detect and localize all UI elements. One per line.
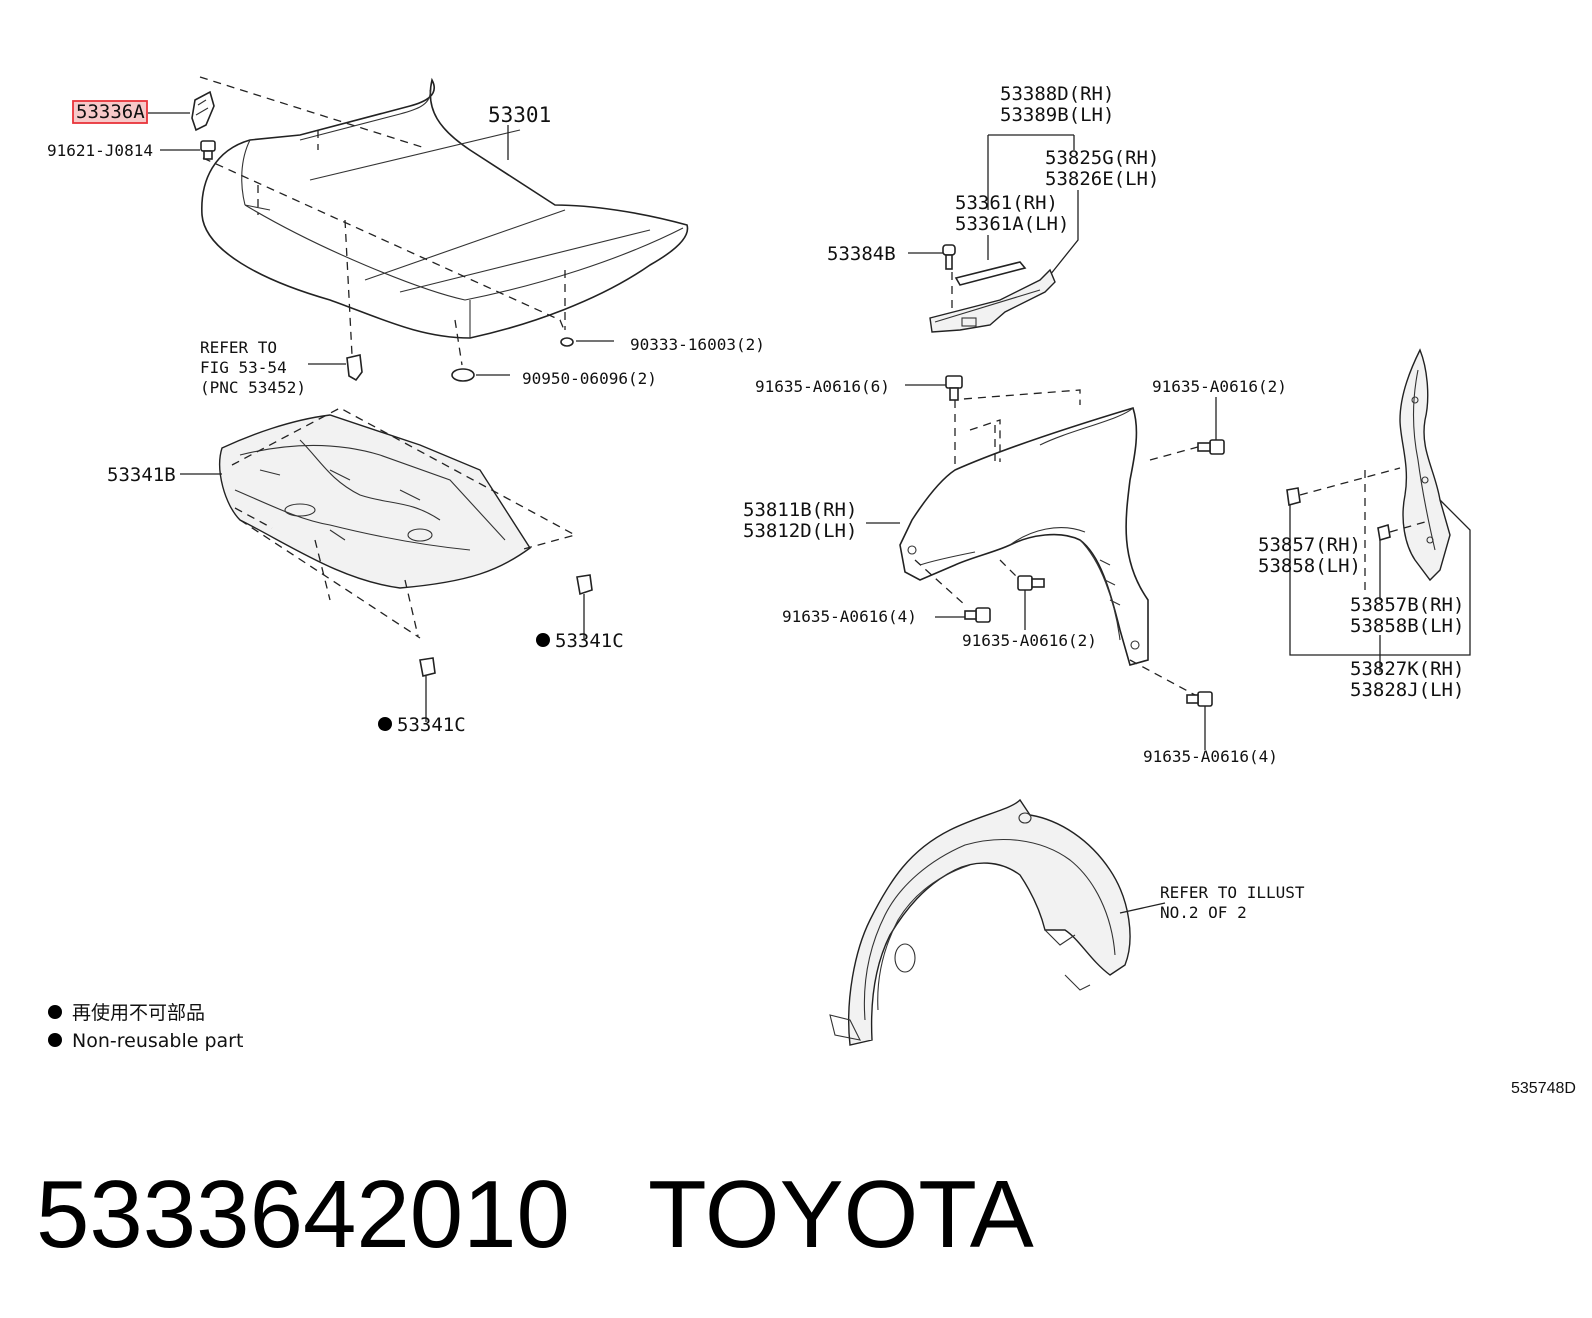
label-bolt-mid[interactable]: 91635-A0616(2) [962,631,1097,650]
legend-english: Non-reusable part [72,1030,243,1052]
label-hood-support-bolt[interactable]: 91621-J0814 [47,141,153,160]
label-fender-liner-lh[interactable]: 53828J(LH) [1350,679,1464,701]
label-insulator[interactable]: 53341B [107,464,176,486]
hood-insulator-part[interactable] [219,414,531,589]
label-clip-1[interactable]: 53341C [555,630,624,652]
label-refer-illust-2: NO.2 OF 2 [1160,903,1247,922]
liner-clip-b-part[interactable] [1377,523,1391,542]
brand-name: TOYOTA [648,1161,1034,1268]
label-bolt-right[interactable]: 91635-A0616(2) [1152,377,1287,396]
non-reusable-dot [536,633,550,647]
hood-support-part[interactable] [191,90,215,132]
hood-support-bolt-part[interactable] [200,140,216,160]
label-hood-support[interactable]: 53336A [76,101,145,123]
fender-bracket-part[interactable] [929,268,1056,333]
liner-clip-part[interactable] [1286,487,1301,507]
legend-dot [48,1033,62,1047]
label-liner-clip-b-lh[interactable]: 53858B(LH) [1350,615,1464,637]
label-plug[interactable]: 90950-06096(2) [522,369,657,388]
label-seal-lh[interactable]: 53389B(LH) [1000,104,1114,126]
legend-dot [48,1005,62,1019]
insulator-clip-part[interactable] [576,574,593,596]
label-retainer-lh[interactable]: 53361A(LH) [955,213,1069,235]
hood-lock-ref-part[interactable] [346,354,363,382]
label-bolt-top[interactable]: 91635-A0616(6) [755,377,890,396]
hood-plug-part[interactable] [451,368,475,382]
label-bolt-bottom[interactable]: 91635-A0616(4) [1143,747,1278,766]
figure-code: 535748D [1511,1080,1576,1097]
highlight-box [72,100,148,124]
label-retainer-rh[interactable]: 53361(RH) [955,192,1058,214]
label-bolt-front[interactable]: 91635-A0616(4) [782,607,917,626]
label-fender-lh[interactable]: 53812D(LH) [743,520,857,542]
label-refer-fig-1: REFER TO [200,338,277,357]
label-seal-rh[interactable]: 53388D(RH) [1000,83,1114,105]
part-number: 5333642010 [36,1161,570,1268]
fender-bolt-front-part[interactable] [964,607,991,623]
label-refer-fig-3: (PNC 53452) [200,378,306,397]
insulator-clip-part[interactable] [419,657,436,677]
label-refer-fig-2: FIG 53-54 [200,358,287,377]
fender-bolt-mid-part[interactable] [1017,575,1045,591]
wheel-liner-part[interactable] [829,798,1131,1046]
label-liner-clip-b-rh[interactable]: 53857B(RH) [1350,594,1464,616]
fender-seal-part[interactable] [954,261,1027,286]
label-fender-liner-rh[interactable]: 53827K(RH) [1350,658,1464,680]
label-fender-rh[interactable]: 53811B(RH) [743,499,857,521]
front-fender-part[interactable] [899,407,1149,666]
fender-bolt-top-part[interactable] [945,375,963,401]
label-liner-clip-lh[interactable]: 53858(LH) [1258,555,1361,577]
label-cushion[interactable]: 90333-16003(2) [630,335,765,354]
non-reusable-dot [378,717,392,731]
fender-clip-b-part[interactable] [942,244,956,270]
label-hood[interactable]: 53301 [488,103,551,127]
label-bracket-lh[interactable]: 53826E(LH) [1045,168,1159,190]
label-clip-2[interactable]: 53341C [397,714,466,736]
hood-cushion-part[interactable] [560,337,574,347]
fender-bolt-bottom-part[interactable] [1186,691,1213,707]
label-liner-clip-rh[interactable]: 53857(RH) [1258,534,1361,556]
fender-bolt-right-part[interactable] [1197,439,1225,455]
label-bracket-rh[interactable]: 53825G(RH) [1045,147,1159,169]
hood-part[interactable] [201,77,689,339]
fender-side-liner-part[interactable] [1399,348,1451,582]
legend-japanese: 再使用不可部品 [72,1002,205,1024]
label-clip-b[interactable]: 53384B [827,243,896,265]
label-refer-illust-1: REFER TO ILLUST [1160,883,1305,902]
